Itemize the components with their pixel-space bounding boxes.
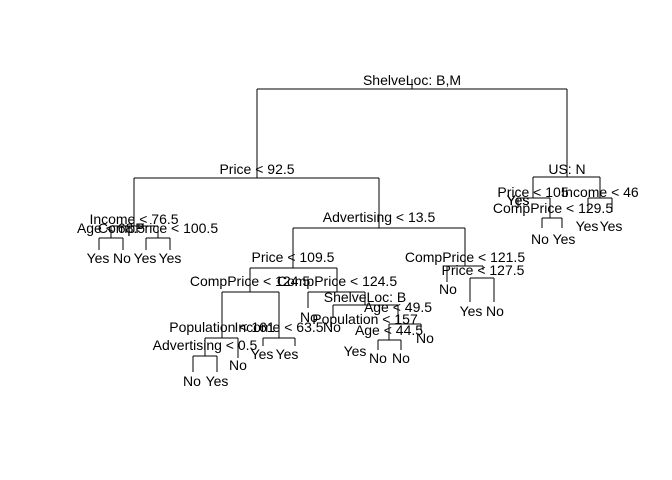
split-label: ShelveLoc: B <box>324 289 407 305</box>
split-label: CompPrice < 124.5 <box>190 273 310 289</box>
split-label: Price < 92.5 <box>219 161 294 177</box>
leaf-label: Yes <box>251 346 274 362</box>
tree-branches <box>98 79 613 372</box>
leaf-label: Yes <box>159 250 182 266</box>
leaf-label: No <box>323 319 341 335</box>
leaf-label: Yes <box>507 192 530 208</box>
split-label: CompPrice < 100.5 <box>98 220 218 236</box>
leaf-label: Yes <box>344 343 367 359</box>
split-label: Population < 161 <box>169 319 275 335</box>
leaf-label: Yes <box>553 231 576 247</box>
leaf-label: Yes <box>460 303 483 319</box>
leaf-label: No <box>531 231 549 247</box>
leaf-label: Yes <box>276 346 299 362</box>
split-label: CompPrice < 124.5 <box>277 273 397 289</box>
split-label: Advertising < 13.5 <box>323 209 436 225</box>
split-label: Price < 109.5 <box>252 249 335 265</box>
split-label: Price < 105 <box>497 184 568 200</box>
split-label: CompPrice < 121.5 <box>405 249 525 265</box>
split-label: Age < 44.5 <box>355 322 423 338</box>
split-label: ShelveLoc: B,M <box>363 72 461 88</box>
leaf-label: Yes <box>576 218 599 234</box>
leaf-label: No <box>439 281 457 297</box>
leaf-label: No <box>369 350 387 366</box>
split-label: Age < 49.5 <box>364 299 432 315</box>
leaf-label: Yes <box>87 250 110 266</box>
leaf-label: No <box>183 373 201 389</box>
leaf-label: No <box>416 330 434 346</box>
leaf-label: Yes <box>206 373 229 389</box>
leaf-label: Yes <box>507 192 530 208</box>
split-label: US: N <box>548 161 585 177</box>
leaf-label: No <box>486 303 504 319</box>
split-label: Age < 68.5 <box>77 220 145 236</box>
leaf-label: Yes <box>600 218 623 234</box>
split-label: Advertising < 0.5 <box>153 337 258 353</box>
leaf-label: No <box>113 250 131 266</box>
split-label: CompPrice < 129.5 <box>493 200 613 216</box>
split-label: Population < 157 <box>312 311 418 327</box>
leaf-labels: Yes No Yes Yes No Yes No No No No Yes No… <box>87 192 623 389</box>
split-label: Price < 127.5 <box>442 262 525 278</box>
leaf-label: No <box>300 309 318 325</box>
split-labels: ShelveLoc: B,M Price < 92.5 US: N Income… <box>77 72 639 353</box>
split-label: Income < 76.5 <box>89 211 178 227</box>
split-label: Income < 46 <box>561 184 639 200</box>
leaf-label: No <box>229 357 247 373</box>
leaf-label: No <box>392 350 410 366</box>
split-label: Income < 63.5 <box>234 319 323 335</box>
leaf-label: Yes <box>134 250 157 266</box>
